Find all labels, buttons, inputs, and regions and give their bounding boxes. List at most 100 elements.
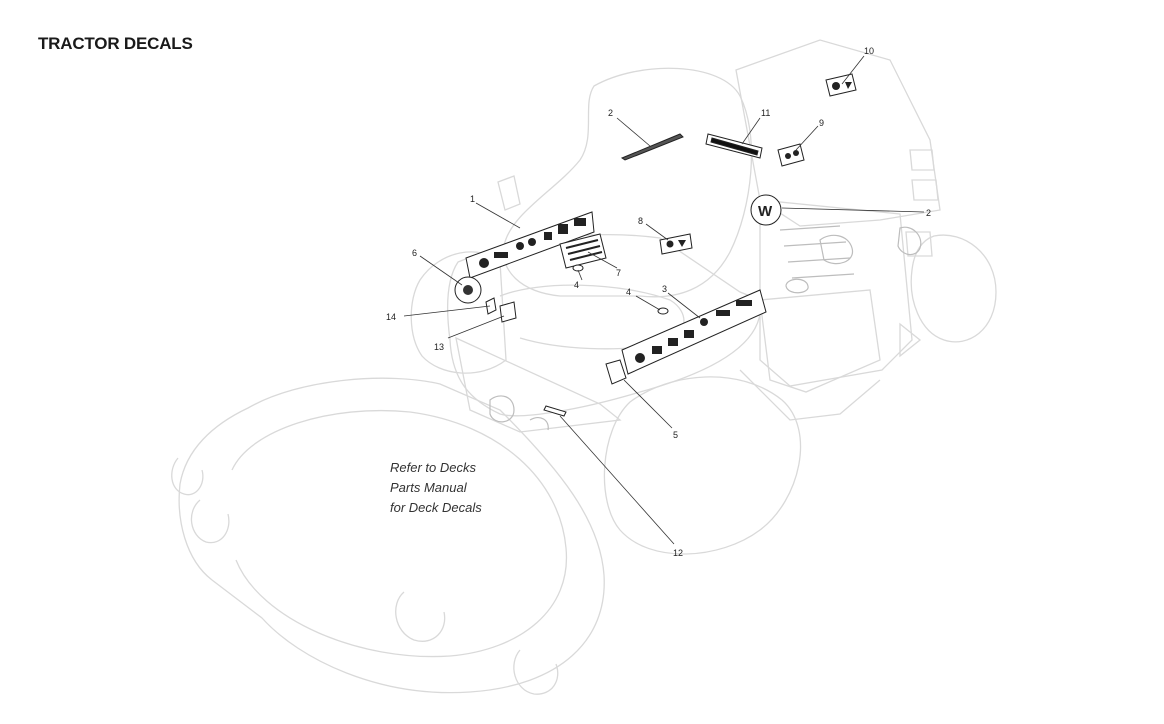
decal-11-stripe — [710, 137, 759, 156]
decal-12 — [543, 405, 567, 417]
decal-7-text-lines — [565, 239, 603, 261]
deck-note: Refer to Decks Parts Manual for Deck Dec… — [390, 460, 482, 515]
decal-9 — [777, 143, 805, 167]
front-grille — [455, 336, 622, 433]
decal-1-symbols — [479, 218, 586, 268]
control-lever-left — [497, 175, 521, 211]
leader-4b — [635, 295, 661, 311]
decal-3-symbol — [684, 330, 694, 338]
callout-9: 9 — [819, 118, 824, 128]
decal-2-engine-mark: W — [758, 203, 773, 220]
callout-1: 1 — [470, 194, 475, 204]
caster-fork — [899, 231, 933, 358]
decal-3-symbols — [635, 300, 752, 363]
decal-10-symbol — [845, 82, 852, 89]
leader-5 — [623, 379, 673, 429]
callout-7: 7 — [616, 268, 621, 278]
decal-8-symbol — [666, 240, 674, 248]
leader-6 — [419, 255, 463, 286]
decal-1-symbol — [574, 218, 586, 226]
decal-3-symbol — [668, 338, 678, 346]
callout-10: 10 — [864, 46, 874, 56]
leader-7 — [587, 251, 618, 269]
callout-13: 13 — [434, 342, 444, 352]
decal-2-seat — [620, 133, 684, 161]
front-caster-wheel — [910, 234, 997, 343]
callout-labels: 1 2 2 3 4 4 5 6 7 8 9 10 11 12 13 14 — [386, 46, 931, 558]
leader-2b — [781, 207, 925, 213]
engine-fins — [779, 225, 855, 279]
callout-11: 11 — [761, 108, 770, 118]
callout-2-engine: 2 — [926, 208, 931, 218]
decal-9-symbol — [793, 150, 799, 156]
leader-11 — [741, 117, 761, 145]
decal-1-symbol — [516, 242, 524, 250]
leader-13 — [447, 315, 505, 339]
callout-2-seat: 2 — [608, 108, 613, 118]
deck-wheel-front — [395, 591, 446, 642]
engine-detail — [489, 225, 922, 431]
decal-9-symbol — [785, 153, 791, 159]
decal-3-symbol — [652, 346, 662, 354]
callout-8: 8 — [638, 216, 643, 226]
leader-3 — [667, 292, 701, 319]
callout-6: 6 — [412, 248, 417, 258]
callout-5: 5 — [673, 430, 678, 440]
leader-1 — [475, 202, 521, 229]
decal-10 — [825, 73, 857, 97]
deck-note-line-2: Parts Manual — [390, 480, 468, 495]
callout-4b: 4 — [626, 287, 631, 297]
decal-3-symbol — [736, 300, 752, 306]
leader-14 — [403, 305, 491, 317]
left-rear-wheel — [410, 251, 507, 374]
right-rear-wheel — [603, 376, 802, 555]
decals: W — [454, 73, 857, 417]
callout-14: 14 — [386, 312, 396, 322]
fuel-cap — [785, 278, 809, 294]
decal-1-symbol — [544, 232, 552, 240]
decal-1-symbol — [494, 252, 508, 258]
page-title: TRACTOR DECALS — [38, 34, 193, 53]
callout-3: 3 — [662, 284, 667, 294]
decal-1-symbol — [528, 238, 536, 246]
seat-outline — [502, 67, 753, 298]
deck-wheel-bottom — [513, 649, 559, 695]
decal-13 — [499, 301, 517, 323]
decal-6-center — [463, 285, 473, 295]
frame-rail — [739, 369, 881, 421]
decal-1-symbol — [479, 258, 489, 268]
deck-wheel-left2 — [190, 499, 230, 544]
decal-1-symbol — [558, 224, 568, 234]
decal-3-symbol — [716, 310, 730, 316]
engine-components — [819, 226, 922, 265]
decal-5-logo — [605, 359, 627, 385]
decal-4b — [657, 307, 669, 315]
callout-4a: 4 — [574, 280, 579, 290]
body-fender — [446, 234, 762, 417]
deck-inner-outline — [231, 409, 568, 658]
engine-vents — [909, 149, 939, 201]
decal-3-symbol — [635, 353, 645, 363]
axle-parts — [489, 395, 549, 431]
decal-8 — [659, 233, 693, 255]
decal-2-engine — [750, 194, 782, 226]
decal-14 — [485, 297, 497, 315]
deck-wheel-left — [171, 457, 204, 496]
decal-10-symbol — [832, 82, 840, 90]
callout-12: 12 — [673, 548, 683, 558]
leader-4a — [577, 269, 583, 281]
decal-3-symbol — [700, 318, 708, 326]
leader-12 — [559, 415, 675, 545]
tractor-outline — [171, 39, 997, 695]
leader-2a — [616, 117, 651, 147]
leader-9 — [795, 125, 819, 151]
decal-8-symbol — [678, 240, 686, 247]
leader-lines — [403, 55, 925, 545]
leader-8 — [645, 223, 669, 241]
deck-note-line-3: for Deck Decals — [390, 500, 482, 515]
engine-block — [759, 199, 913, 387]
seat-cushion — [499, 284, 685, 350]
leader-10 — [841, 55, 865, 85]
mower-deck-outline — [178, 377, 605, 694]
